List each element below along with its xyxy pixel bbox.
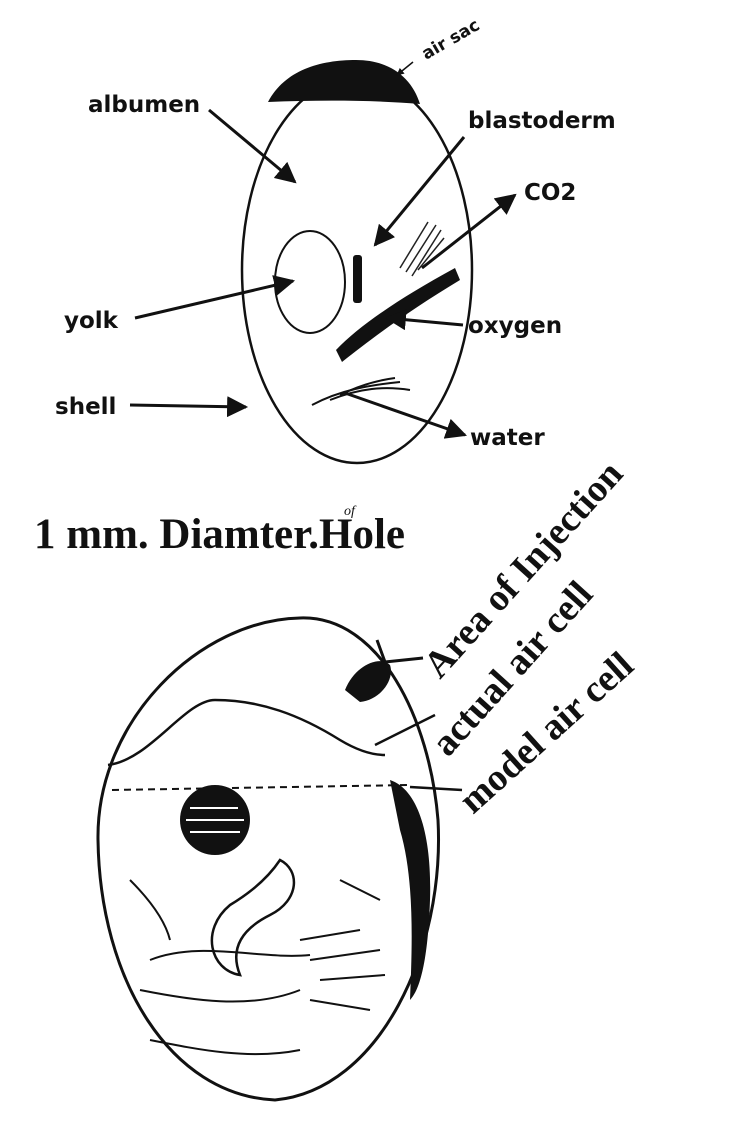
caption: 1 mm. Diamter.Hole of xyxy=(34,504,405,558)
label-water: water xyxy=(470,425,545,451)
actual-air-cell-line xyxy=(108,700,385,765)
label-yolk: yolk xyxy=(64,308,119,334)
egg2-outline xyxy=(98,618,439,1100)
caption-title-end: Hole xyxy=(319,511,405,558)
injection-site xyxy=(345,661,391,702)
model-air-cell-line xyxy=(112,785,410,790)
blastoderm-shape xyxy=(353,255,362,303)
label-blastoderm: blastoderm xyxy=(468,108,616,134)
shading-right xyxy=(390,780,430,1000)
egg-cross-section: air sac albumen blastoderm CO2 yolk oxyg… xyxy=(55,15,616,463)
water-shape xyxy=(312,378,410,405)
label-air-sac: air sac xyxy=(419,15,484,64)
caption-title-main: 1 mm. Diamter xyxy=(34,511,312,558)
air-sac-shape xyxy=(268,60,420,104)
label-albumen: albumen xyxy=(88,92,200,118)
interior-texture xyxy=(130,880,385,1054)
embryo-body xyxy=(212,860,294,975)
label-oxygen: oxygen xyxy=(468,313,562,339)
label-co2: CO2 xyxy=(524,180,576,206)
label-shell: shell xyxy=(55,394,116,420)
